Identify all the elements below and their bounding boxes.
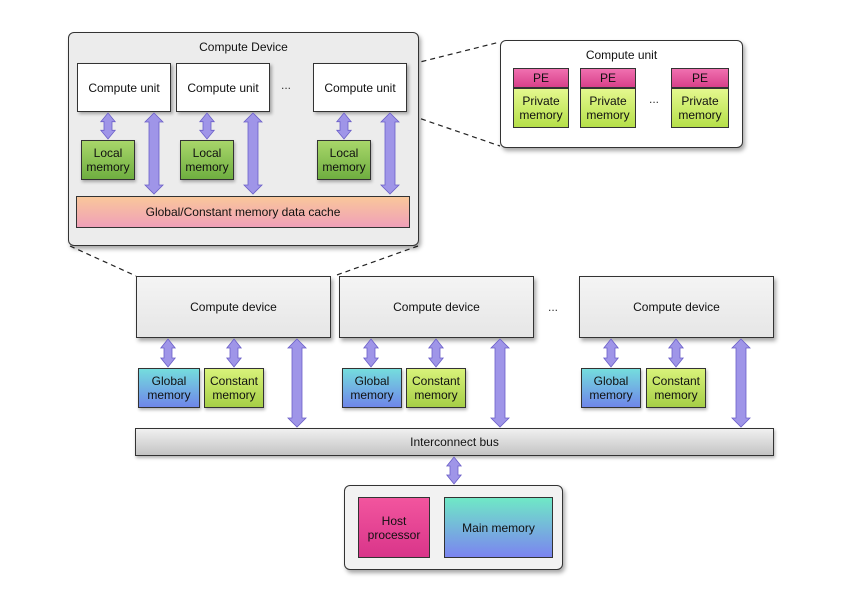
compute-device-2: Compute device [339, 276, 534, 338]
compute-unit-ellipsis: ... [281, 78, 292, 92]
compute-unit-2: Compute unit [176, 63, 270, 112]
arrow-dev1-constant [225, 338, 243, 368]
constant-memory-3: Constant memory [646, 368, 706, 408]
arrow-dev3-constant [667, 338, 685, 368]
private-memory-2: Private memory [580, 88, 636, 128]
arrow-bus-host [445, 456, 463, 485]
compute-device-1: Compute device [136, 276, 331, 338]
compute-device-ellipsis: ... [548, 300, 559, 314]
arrow-dev2-bus [490, 338, 510, 428]
arrow-dev3-bus [731, 338, 751, 428]
arrows [99, 112, 751, 485]
arrow-dev1-bus [287, 338, 307, 428]
local-memory-2: Local memory [180, 140, 234, 180]
arrow-cu2-local [198, 112, 216, 140]
global-constant-memory-data-cache: Global/Constant memory data cache [76, 196, 410, 228]
arrow-cu3-cache [380, 112, 400, 195]
compute-device-detail-title: Compute Device [199, 40, 288, 54]
constant-memory-1: Constant memory [204, 368, 264, 408]
pe-2: PE [580, 68, 636, 88]
host-processor: Host processor [358, 497, 430, 558]
pe-1: PE [513, 68, 569, 88]
compute-unit-detail-title: Compute unit [585, 48, 658, 62]
private-memory-1: Private memory [513, 88, 569, 128]
global-memory-3: Global memory [581, 368, 641, 408]
pe-3: PE [671, 68, 729, 88]
main-memory: Main memory [444, 497, 553, 558]
arrow-dev2-constant [427, 338, 445, 368]
compute-device-3: Compute device [579, 276, 774, 338]
global-memory-2: Global memory [342, 368, 402, 408]
compute-unit-3: Compute unit [313, 63, 407, 112]
arrow-cu2-cache [243, 112, 263, 195]
global-memory-1: Global memory [138, 368, 200, 408]
pe-ellipsis: ... [649, 92, 660, 106]
arrow-dev2-global [362, 338, 380, 368]
constant-memory-2: Constant memory [406, 368, 466, 408]
arrow-dev1-global [159, 338, 177, 368]
arrow-cu1-cache [144, 112, 164, 195]
local-memory-3: Local memory [317, 140, 371, 180]
private-memory-3: Private memory [671, 88, 729, 128]
compute-unit-1: Compute unit [77, 63, 171, 112]
arrow-cu3-local [335, 112, 353, 140]
arrow-dev3-global [602, 338, 620, 368]
interconnect-bus: Interconnect bus [135, 428, 774, 456]
local-memory-1: Local memory [81, 140, 135, 180]
arrow-cu1-local [99, 112, 117, 140]
